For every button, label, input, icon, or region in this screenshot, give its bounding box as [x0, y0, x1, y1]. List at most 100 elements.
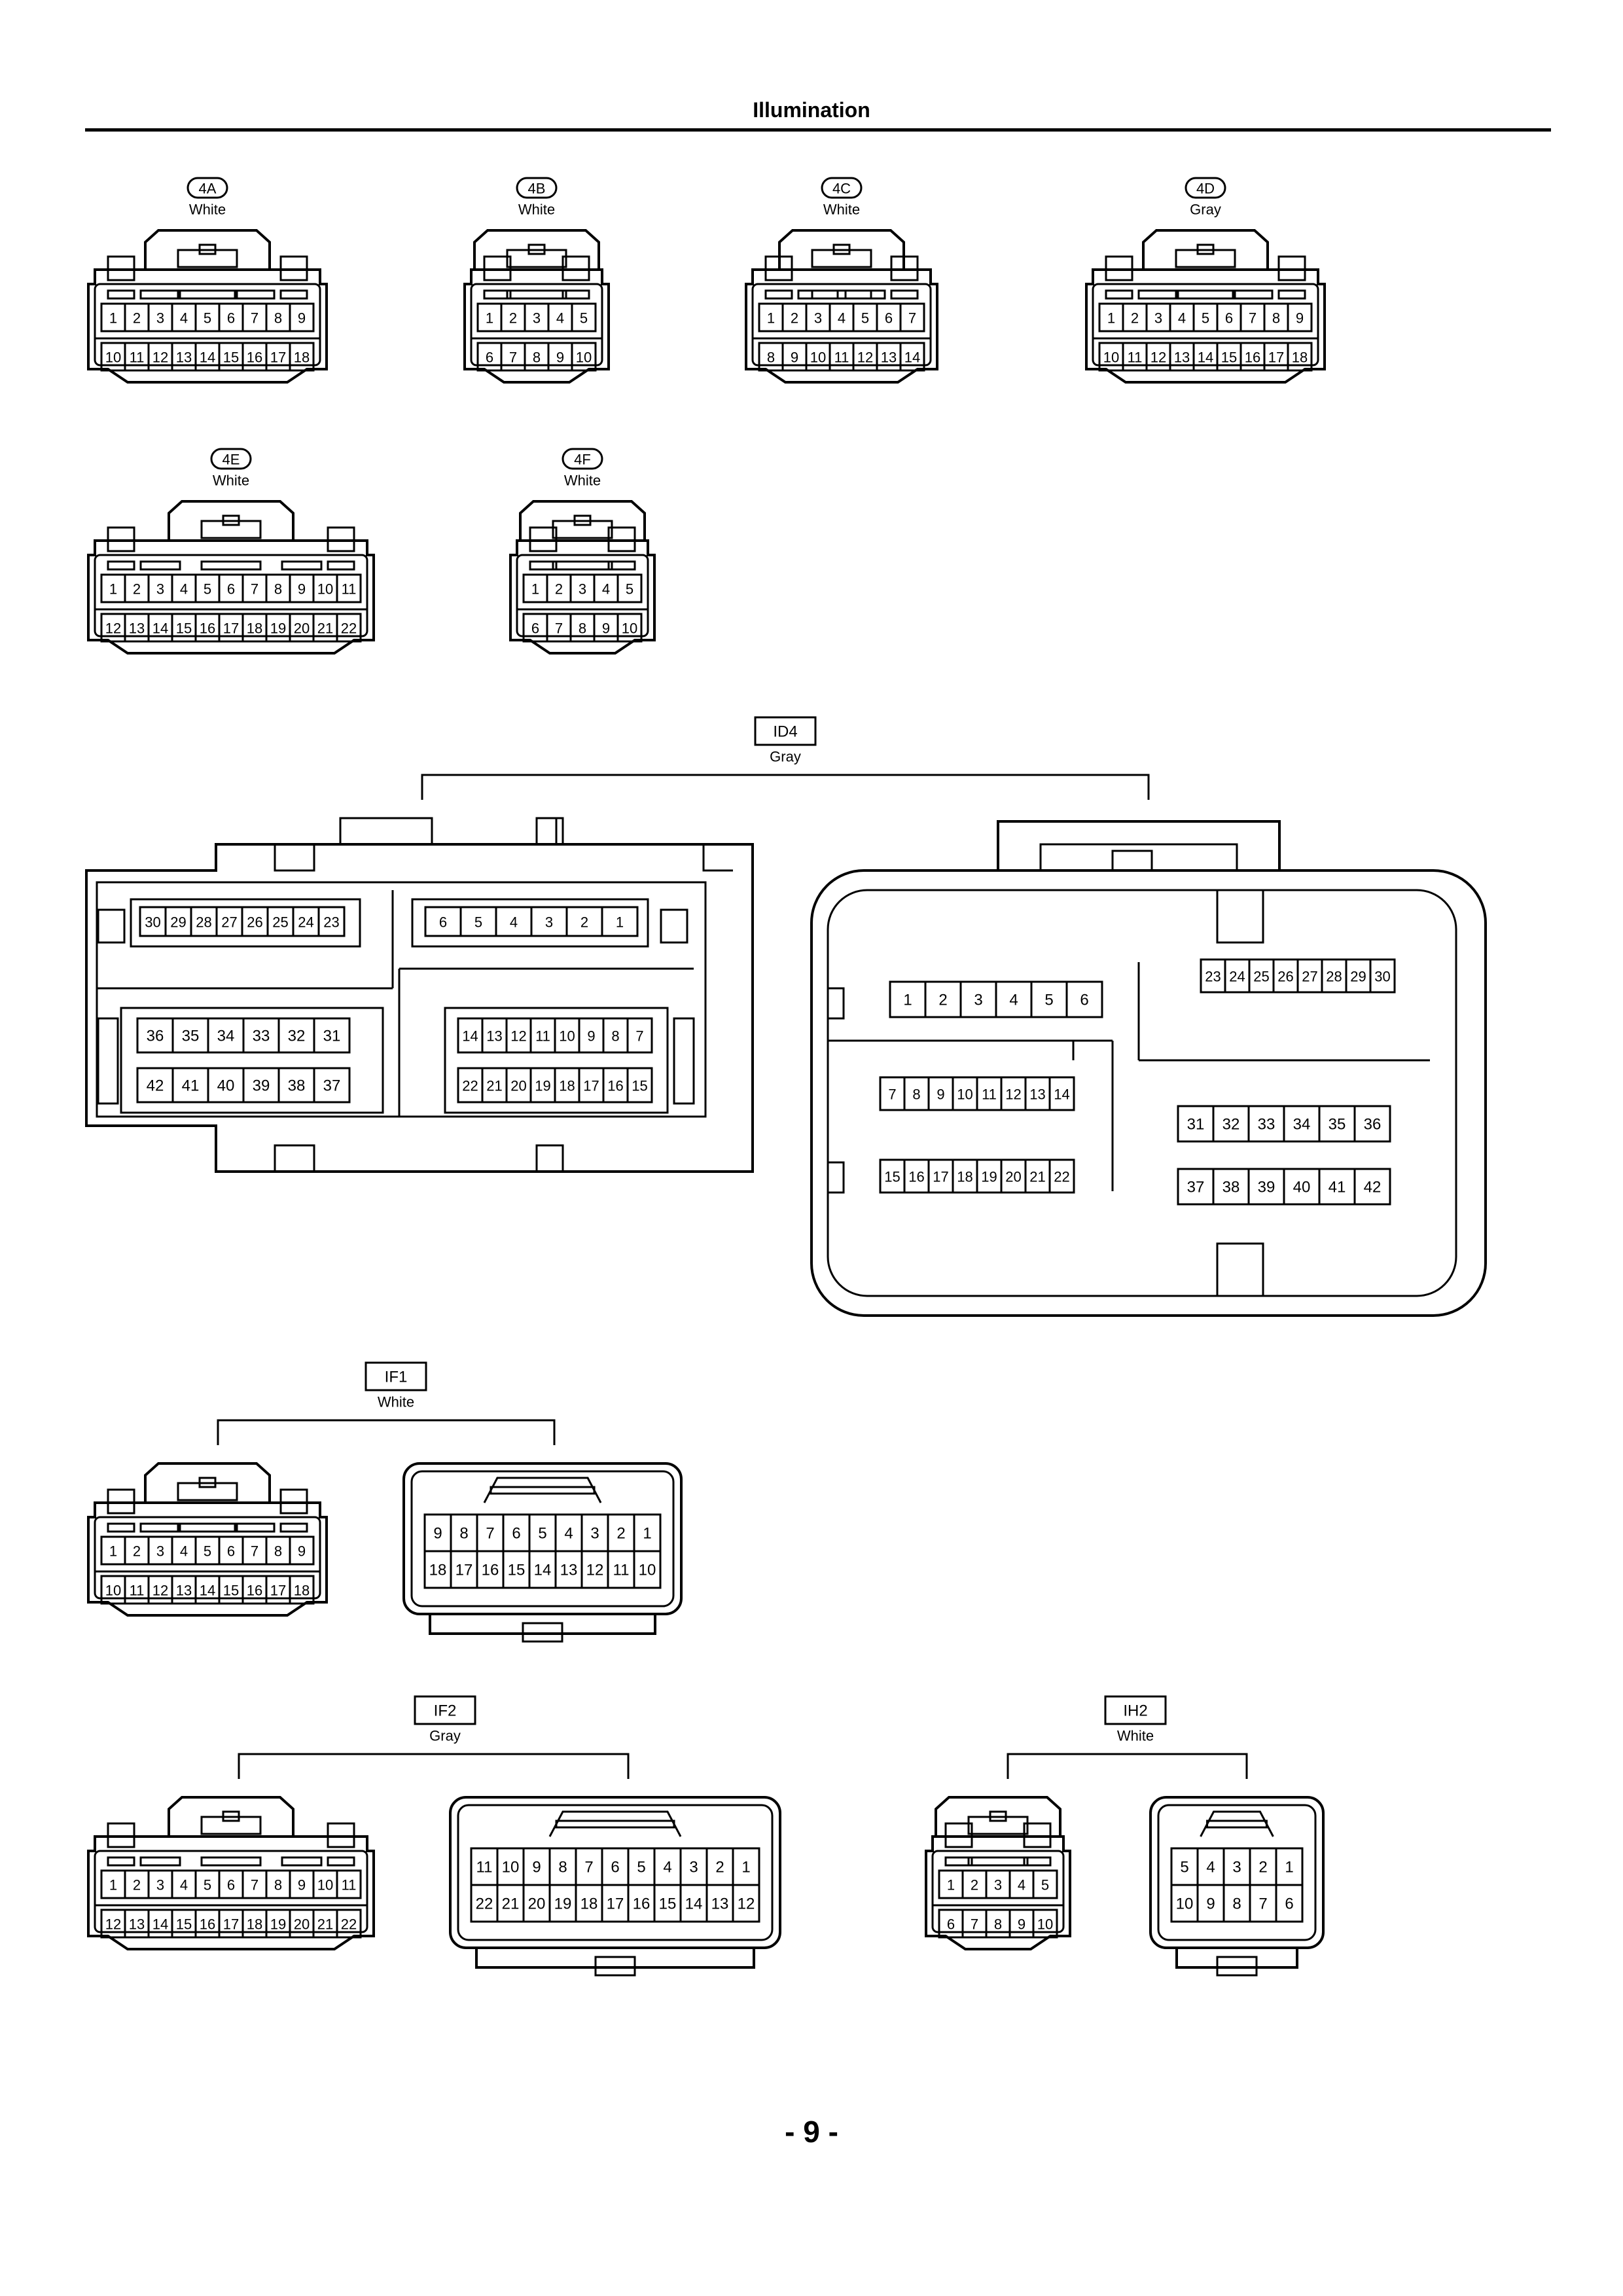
pin-number: 2	[791, 310, 798, 327]
connector-code: IH2	[1123, 1702, 1147, 1720]
pin-number: 7	[971, 1916, 978, 1933]
connector-code: 4A	[199, 181, 217, 197]
pin-number: 3	[156, 1543, 164, 1560]
pin-number: 1	[947, 1877, 955, 1893]
pin-number: 18	[957, 1169, 972, 1185]
pin-number: 7	[251, 1543, 259, 1560]
pin-number: 14	[152, 1916, 168, 1933]
pin-number: 29	[170, 914, 186, 931]
pin-number: 6	[439, 914, 447, 931]
connector-color: White	[378, 1394, 414, 1410]
pin-number: 5	[861, 310, 869, 327]
pin-number: 13	[129, 620, 145, 637]
pin-number: 6	[1285, 1895, 1293, 1913]
connector-color: White	[518, 202, 555, 218]
connector-code: IF2	[434, 1702, 457, 1720]
pin-number: 2	[133, 1877, 141, 1893]
pin-number: 32	[288, 1028, 306, 1045]
pin-number: 17	[455, 1562, 473, 1579]
pin-number: 10	[105, 350, 121, 366]
pin-number: 24	[1229, 969, 1245, 985]
pin-number: 5	[538, 1525, 546, 1543]
pin-number: 30	[1374, 969, 1390, 985]
pin-number: 10	[559, 1028, 575, 1045]
connector-color: White	[189, 202, 226, 218]
pin-number: 20	[528, 1895, 546, 1913]
pin-number: 9	[556, 350, 564, 366]
pin-number: 3	[590, 1525, 599, 1543]
pin-number: 37	[323, 1077, 341, 1095]
pin-number: 18	[294, 350, 310, 366]
pin-number: 2	[1258, 1859, 1267, 1876]
pin-number: 22	[1054, 1169, 1069, 1185]
pin-number: 14	[1054, 1086, 1069, 1103]
pin-number: 17	[607, 1895, 624, 1913]
pin-number: 8	[274, 1877, 282, 1893]
pin-number: 1	[616, 914, 624, 931]
pin-number: 17	[223, 620, 239, 637]
connector-color: Gray	[429, 1728, 461, 1744]
pin-number: 18	[247, 1916, 262, 1933]
pin-number: 1	[531, 581, 539, 598]
pin-number: 38	[1222, 1179, 1240, 1196]
pin-number: 4	[180, 581, 188, 598]
connector-color: White	[564, 473, 601, 489]
pin-number: 1	[109, 310, 117, 327]
pin-number: 10	[1037, 1916, 1053, 1933]
pin-number: 15	[884, 1169, 900, 1185]
pin-number: 17	[933, 1169, 948, 1185]
pin-number: 14	[685, 1895, 703, 1913]
pin-number: 15	[223, 350, 239, 366]
pin-number: 15	[632, 1078, 647, 1094]
pin-number: 35	[182, 1028, 200, 1045]
pin-number: 8	[611, 1028, 619, 1045]
pin-number: 28	[1326, 969, 1342, 985]
pin-number: 20	[510, 1078, 526, 1094]
pin-number: 42	[1364, 1179, 1382, 1196]
pin-number: 14	[534, 1562, 552, 1579]
pin-number: 23	[1205, 969, 1221, 985]
pin-number: 22	[476, 1895, 493, 1913]
pin-number: 9	[1296, 310, 1304, 327]
pin-number: 12	[1150, 350, 1166, 366]
pin-number: 2	[133, 310, 141, 327]
pin-number: 5	[204, 581, 211, 598]
pin-number: 17	[270, 1583, 286, 1599]
pin-number: 7	[584, 1859, 593, 1876]
pin-number: 7	[509, 350, 517, 366]
pin-number: 7	[251, 310, 259, 327]
connector-label: 4B White	[516, 177, 558, 218]
pin-number: 42	[147, 1077, 164, 1095]
pin-number: 21	[317, 620, 333, 637]
pin-number: 3	[1232, 1859, 1241, 1876]
pin-number: 2	[133, 1543, 141, 1560]
pin-number: 22	[462, 1078, 478, 1094]
pin-number: 21	[1029, 1169, 1045, 1185]
pin-number: 32	[1222, 1116, 1240, 1134]
connector-code: 4B	[528, 181, 546, 197]
pin-number: 5	[1202, 310, 1209, 327]
pin-number: 34	[1293, 1116, 1311, 1134]
pin-number: 5	[1041, 1877, 1049, 1893]
pin-number: 4	[556, 310, 564, 327]
pin-number: 16	[247, 350, 262, 366]
header-rule	[85, 128, 1551, 132]
pin-number: 9	[602, 620, 610, 637]
pin-number: 18	[559, 1078, 575, 1094]
pin-number: 22	[341, 620, 357, 637]
pin-number: 7	[908, 310, 916, 327]
pin-number: 11	[1128, 350, 1143, 366]
